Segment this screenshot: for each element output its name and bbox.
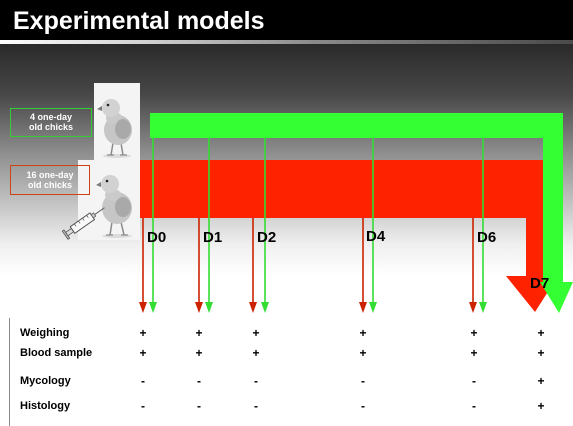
table-cell: + [359, 346, 367, 360]
table-cell: + [537, 399, 545, 413]
title-bar: Experimental models [0, 0, 573, 40]
row-label-mycology: Mycology [20, 375, 71, 387]
red-timeline-band [140, 160, 551, 218]
table-cell: - [472, 399, 476, 413]
table-cell: - [197, 399, 201, 413]
table-left-rule [9, 318, 10, 426]
group-label-line: 4 one-day [29, 112, 72, 122]
arrowhead [139, 302, 147, 313]
table-cell: - [197, 374, 201, 388]
red-arrow-d6 [469, 218, 477, 313]
red-arrow-d4 [359, 218, 367, 313]
title-divider [0, 40, 573, 44]
table-cell: + [252, 326, 260, 340]
syringe-icon [61, 207, 105, 240]
green-timeline-shaft [543, 113, 563, 284]
arrowhead [261, 302, 269, 313]
chick-wing [115, 197, 131, 217]
table-cell: - [141, 374, 145, 388]
group-label-16-chicks: 16 one-day old chicks [10, 165, 90, 195]
arrowhead [469, 302, 477, 313]
table-cell: + [139, 326, 147, 340]
group-label-line: 16 one-day [26, 170, 74, 180]
arrowhead [479, 302, 487, 313]
chick-eye [105, 179, 109, 183]
chick-with-syringe-photo [61, 160, 140, 240]
day-label-d2: D2 [257, 229, 277, 246]
row-label-histology: Histology [20, 400, 71, 412]
chick-beak [96, 182, 101, 187]
table-cell: + [537, 374, 545, 388]
chick-leg [120, 221, 125, 236]
chick-eye [106, 103, 110, 107]
red-arrow-d2 [249, 218, 257, 313]
green-arrow-d1 [205, 138, 213, 313]
arrowhead [195, 302, 203, 313]
arrowhead [205, 302, 213, 313]
row-label-weighing: Weighing [20, 327, 70, 339]
day-label-d0: D0 [147, 229, 167, 246]
green-arrow-d2 [261, 138, 269, 313]
table-cell: - [361, 374, 365, 388]
chick-head [102, 99, 120, 117]
green-group-timeline-arrow [150, 113, 573, 313]
table-cell: + [470, 346, 478, 360]
red-arrow-d1 [195, 218, 203, 313]
day-label-d7: D7 [530, 275, 550, 292]
table-cell: + [252, 346, 260, 360]
table-cell: + [195, 346, 203, 360]
green-arrow-d4 [369, 138, 377, 313]
table-cell: + [537, 346, 545, 360]
green-arrow-d6 [479, 138, 487, 313]
table-cell: - [361, 399, 365, 413]
chick-leg [109, 221, 113, 236]
group-label-4-chicks: 4 one-day old chicks [10, 108, 92, 137]
row-label-blood-sample: Blood sample [20, 347, 93, 359]
table-cell: + [195, 326, 203, 340]
arrowhead [359, 302, 367, 313]
day-label-d1: D1 [203, 229, 223, 246]
chick-leg [120, 142, 124, 156]
table-cell: + [537, 326, 545, 340]
chick-leg [110, 142, 114, 156]
day-label-d4: D4 [366, 228, 386, 245]
table-cell: - [254, 399, 258, 413]
day-label-d6: D6 [477, 229, 497, 246]
table-cell: - [254, 374, 258, 388]
table-cell: + [359, 326, 367, 340]
chick-head [101, 175, 119, 193]
green-timeline-band [150, 113, 563, 138]
chick-wing [115, 119, 131, 139]
chick-beak [97, 106, 102, 111]
chick-photo [94, 83, 140, 160]
table-cell: + [139, 346, 147, 360]
group-label-line: old chicks [28, 122, 73, 132]
green-arrow-d0 [149, 138, 157, 313]
group-label-line: old chicks [27, 180, 72, 190]
table-cell: - [141, 399, 145, 413]
green-timeline-arrowhead [540, 282, 573, 313]
arrowhead [149, 302, 157, 313]
arrowhead [369, 302, 377, 313]
slide-title: Experimental models [13, 7, 265, 35]
table-cell: + [470, 326, 478, 340]
red-arrow-d0 [139, 218, 147, 313]
table-cell: - [472, 374, 476, 388]
arrowhead [249, 302, 257, 313]
